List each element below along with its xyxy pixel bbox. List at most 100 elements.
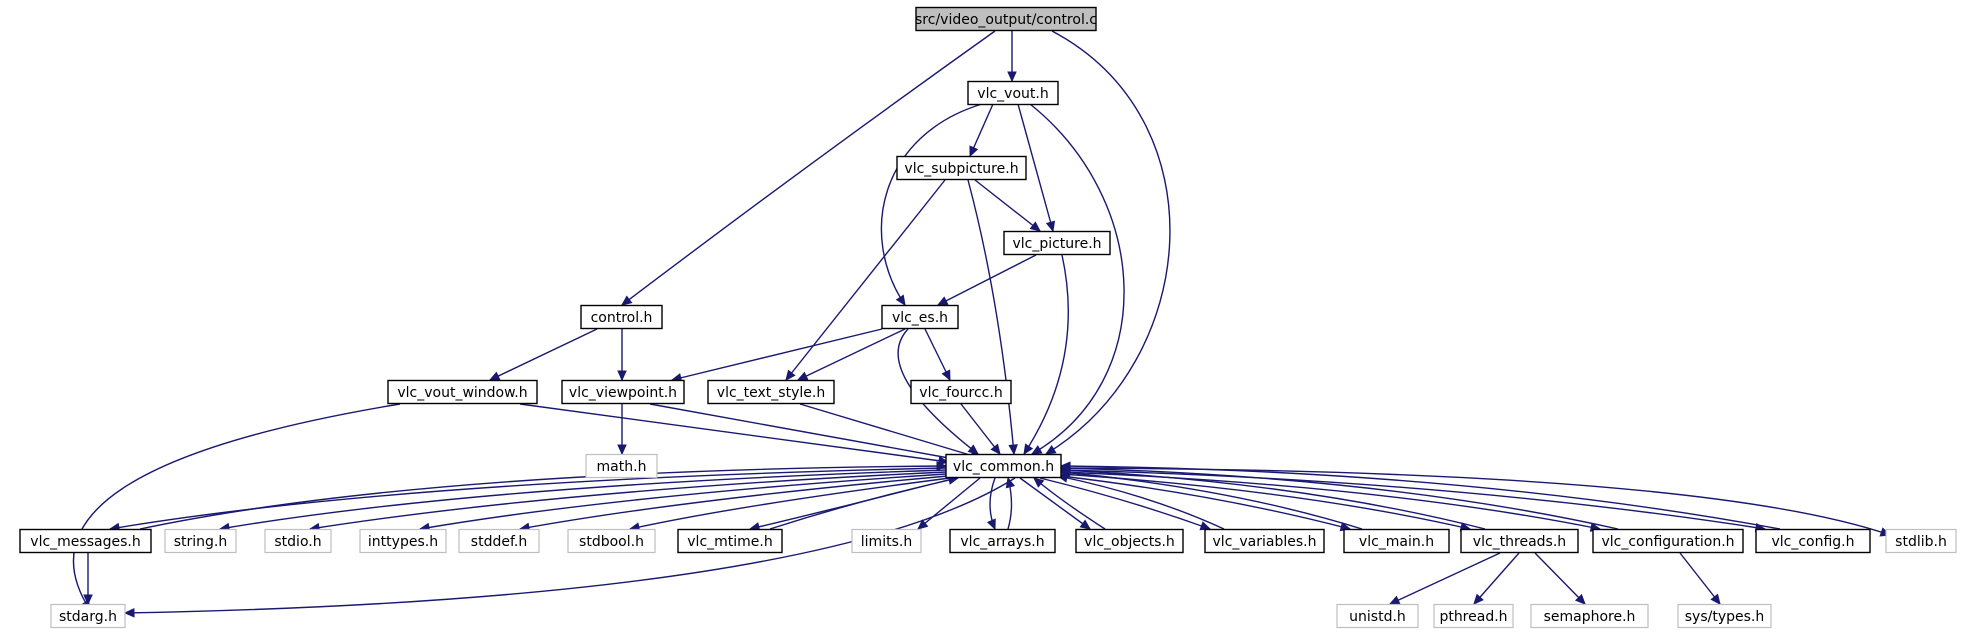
edge-vlc-vout-to-vlc-common [1029, 103, 1125, 455]
node-label: vlc_main.h [1359, 534, 1434, 550]
node-control-h[interactable]: control.h [580, 304, 663, 330]
node-unistd: unistd.h [1336, 603, 1419, 629]
node-limits: limits.h [851, 528, 922, 554]
edge-vlc-common-to-vlc-threads [1060, 473, 1472, 532]
edge-vlc-messages-to-stdarg [83, 553, 93, 606]
node-label: vlc_messages.h [30, 534, 140, 550]
node-label: vlc_objects.h [1084, 534, 1175, 550]
node-label: stdarg.h [59, 609, 117, 625]
nodes-layer: src/video_output/control.c vlc_vout.h vlc_… [19, 6, 1957, 629]
edge-vlc-viewpoint-to-math [617, 404, 627, 456]
node-vlc-picture[interactable]: vlc_picture.h [1003, 230, 1111, 256]
node-vlc-viewpoint[interactable]: vlc_viewpoint.h [561, 379, 685, 405]
node-label: vlc_viewpoint.h [569, 385, 677, 401]
node-label: stdio.h [274, 534, 321, 550]
edge-vlc-picture-to-vlc-es [936, 254, 1037, 306]
edge-vlc-subpicture-to-vlc-picture [974, 179, 1041, 232]
node-label: unistd.h [1349, 609, 1406, 625]
node-label: vlc_configuration.h [1601, 534, 1734, 550]
node-label: pthread.h [1439, 609, 1507, 625]
edge-vlc-arrays-to-vlc-common [1005, 476, 1016, 530]
node-vlc-vout[interactable]: vlc_vout.h [967, 80, 1059, 106]
node-vlc-configuration[interactable]: vlc_configuration.h [1592, 528, 1744, 554]
node-vlc-variables[interactable]: vlc_variables.h [1204, 528, 1325, 554]
edge-vlc-objects-to-vlc-common [1033, 477, 1106, 530]
node-label: vlc_vout.h [977, 86, 1048, 102]
edge-vlc-threads-to-semaphore [1534, 552, 1586, 605]
node-semaphore: semaphore.h [1530, 603, 1649, 629]
node-vlc-fourcc[interactable]: vlc_fourcc.h [910, 379, 1012, 405]
edge-vlc-threads-to-unistd [1388, 552, 1501, 605]
node-inttypes: inttypes.h [359, 528, 447, 554]
node-label: string.h [174, 534, 228, 550]
node-stdlib: stdlib.h [1885, 528, 1957, 554]
node-label: control.h [591, 310, 653, 326]
edge-vlc-picture-to-vlc-common [1023, 254, 1069, 456]
edge-vlc-common-to-vlc-messages [108, 467, 947, 533]
node-vlc-vout-window[interactable]: vlc_vout_window.h [387, 379, 538, 405]
node-vlc-messages[interactable]: vlc_messages.h [19, 528, 152, 554]
node-vlc-objects[interactable]: vlc_objects.h [1075, 528, 1184, 554]
node-label: inttypes.h [368, 534, 438, 550]
node-label: math.h [597, 459, 647, 475]
edge-vlc-viewpoint-to-vlc-common [649, 403, 962, 464]
node-vlc-arrays[interactable]: vlc_arrays.h [949, 528, 1056, 554]
node-control-c[interactable]: src/video_output/control.c [915, 6, 1097, 32]
edge-vlc-configuration-to-sys-types [1679, 552, 1721, 605]
node-label: limits.h [861, 534, 912, 550]
node-label: sys/types.h [1685, 609, 1764, 625]
node-vlc-es[interactable]: vlc_es.h [881, 304, 959, 330]
node-pthread: pthread.h [1433, 603, 1514, 629]
edge-vlc-common-to-vlc-variables [1039, 477, 1212, 531]
node-label: src/video_output/control.c [915, 12, 1097, 28]
edge-vlc-subpicture-to-vlc-text-style [785, 179, 946, 381]
node-label: vlc_config.h [1771, 534, 1854, 550]
edge-vlc-vout-window-to-vlc-common [519, 403, 950, 466]
edge-vlc-common-to-stdarg [123, 477, 1016, 618]
edge-vlc-vout-to-vlc-picture [1017, 103, 1056, 233]
edge-vlc-vout-to-vlc-subpicture [969, 103, 994, 158]
node-math: math.h [585, 453, 658, 479]
edges-layer [72, 30, 1892, 618]
node-vlc-main[interactable]: vlc_main.h [1343, 528, 1450, 554]
edge-vlc-common-to-vlc-arrays [986, 477, 996, 531]
node-stddef: stddef.h [458, 528, 540, 554]
node-label: vlc_fourcc.h [919, 385, 1002, 401]
edge-vlc-variables-to-vlc-common [1056, 473, 1225, 530]
node-vlc-mtime[interactable]: vlc_mtime.h [677, 528, 783, 554]
node-vlc-config[interactable]: vlc_config.h [1755, 528, 1871, 554]
node-string: string.h [164, 528, 237, 554]
edge-vlc-vout-window-to-stdarg [72, 403, 401, 612]
edge-control-c-to-vlc-common [1044, 30, 1171, 455]
edge-vlc-common-to-limits [917, 477, 981, 530]
edge-vlc-threads-to-pthread [1473, 552, 1520, 605]
node-stdarg: stdarg.h [50, 603, 126, 629]
node-vlc-threads[interactable]: vlc_threads.h [1460, 528, 1579, 554]
node-label: stddef.h [471, 534, 527, 550]
node-label: vlc_mtime.h [687, 534, 772, 550]
edge-vlc-vout-to-vlc-es [880, 103, 983, 307]
node-stdbool: stdbool.h [567, 528, 656, 554]
edge-vlc-config-to-vlc-common [1059, 461, 1781, 530]
edge-vlc-text-style-to-vlc-common [799, 403, 982, 460]
edge-vlc-common-to-vlc-config [1060, 469, 1767, 533]
node-vlc-text-style[interactable]: vlc_text_style.h [707, 379, 835, 405]
node-stdio: stdio.h [264, 528, 332, 554]
edge-vlc-es-to-vlc-fourcc [924, 328, 951, 382]
node-label: vlc_picture.h [1012, 236, 1101, 252]
edge-control-c-to-control-h [621, 30, 996, 306]
edge-control-c-to-vlc-vout [1007, 31, 1017, 83]
edge-control-h-to-vlc-vout-window [488, 328, 598, 381]
edge-vlc-messages-to-vlc-common [139, 461, 948, 530]
node-vlc-common[interactable]: vlc_common.h [945, 453, 1062, 479]
node-vlc-subpicture[interactable]: vlc_subpicture.h [896, 155, 1027, 181]
edge-vlc-common-to-vlc-main [1060, 475, 1352, 532]
node-label: semaphore.h [1544, 609, 1636, 625]
edge-vlc-configuration-to-vlc-common [1059, 463, 1619, 530]
node-label: vlc_arrays.h [960, 534, 1044, 550]
node-label: vlc_common.h [953, 459, 1054, 475]
node-label: vlc_es.h [892, 310, 948, 326]
node-label: vlc_text_style.h [717, 385, 825, 401]
node-label: vlc_subpicture.h [904, 161, 1018, 177]
